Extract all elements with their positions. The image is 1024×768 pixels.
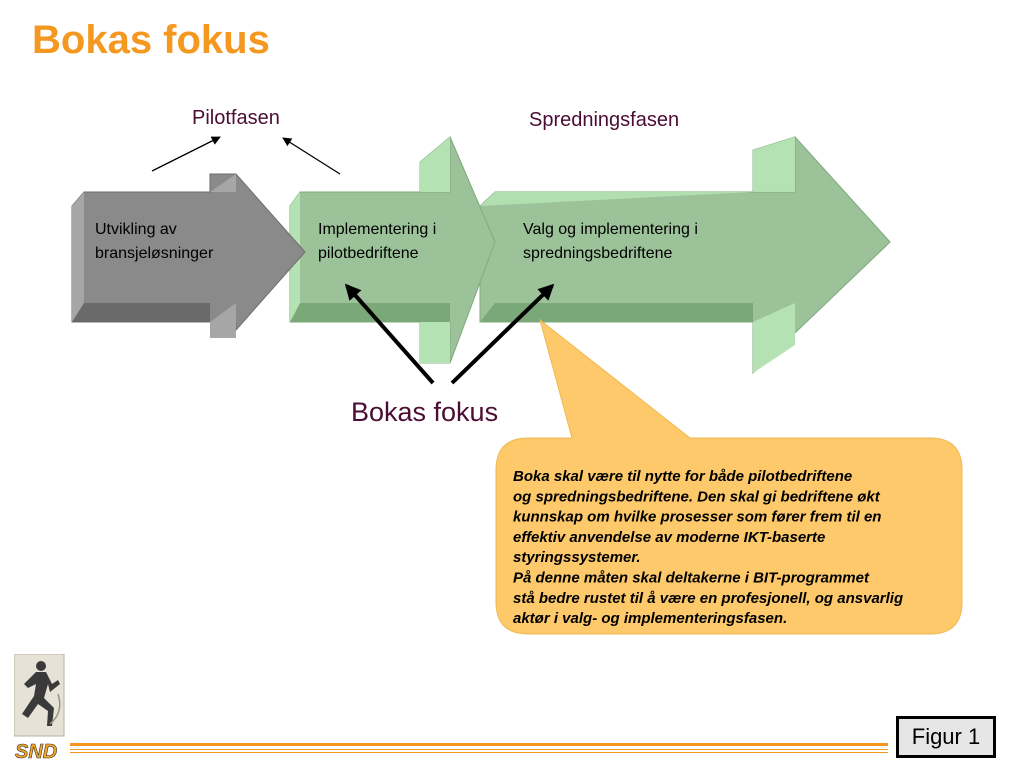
arrow-pilot-label-line1: Implementering i (318, 221, 436, 238)
callout-bubble: Boka skal være til nytte for både pilotb… (495, 318, 963, 635)
arrow-pilot-label-line2: pilotbedriftene (318, 245, 419, 262)
focus-pointer-right (450, 283, 555, 385)
callout-line: effektiv anvendelse av moderne IKT-baser… (513, 529, 825, 546)
arrow-spread-bottom-bevel (480, 303, 753, 322)
arrow-industry-top-bevel (210, 174, 236, 192)
arrow-industry-left-edge (72, 192, 84, 322)
arrow-industry-solutions: Utvikling av bransjeløsninger (71, 173, 306, 338)
callout-line: På denne måten skal deltakerne i BIT-pro… (513, 570, 870, 587)
arrow-spread-label-line1: Valg og implementering i (523, 221, 698, 238)
pilot-pointer-left (151, 136, 221, 172)
callout-line: kunnskap om hvilke prosesser som fører f… (513, 509, 881, 526)
callout-shape (495, 318, 963, 635)
arrow-pilot-head-bevel (420, 322, 450, 363)
pilot-pointer-right (282, 137, 341, 175)
arrow-pilot-implementation: Implementering i pilotbedriftene (289, 136, 496, 364)
callout-line: aktør i valg- og implementeringsfasen. (513, 610, 787, 627)
arrow-spread-label-line2: spredningsbedriftene (523, 245, 673, 262)
footer-rule (70, 743, 888, 755)
page-title: Bokas fokus (32, 18, 270, 62)
logo-text: SND (15, 741, 57, 762)
arrow-industry-label-line1: Utvikling av (95, 221, 177, 238)
runner-logo-icon (22, 661, 60, 726)
callout-line: Boka skal være til nytte for både pilotb… (513, 468, 852, 485)
callout-line: og spredningsbedriftene. Den skal gi bed… (513, 488, 881, 505)
figure-label: Figur 1 (896, 716, 996, 758)
arrow-industry-label-line2: bransjeløsninger (95, 245, 214, 262)
callout-text-block: Boka skal være til nytte for både pilotb… (513, 468, 903, 627)
arrow-industry-head-bevel (210, 303, 236, 338)
callout-line: stå bedre rustet til å være en profesjon… (513, 590, 903, 607)
arrow-spread-head-bevel (753, 303, 795, 373)
arrow-spread-implementation: Valg og implementering i spredningsbedri… (479, 135, 891, 375)
snd-logo: SND (14, 654, 65, 762)
phase-label-pilot: Pilotfasen (192, 107, 280, 129)
arrow-spread-top-bevel (480, 137, 795, 206)
phase-label-spread: Spredningsfasen (529, 109, 679, 131)
focus-pointer-left (344, 283, 435, 385)
callout-line: styringssystemer. (513, 549, 641, 566)
arrow-pilot-side-bevel (420, 137, 450, 192)
figure-label-text: Figur 1 (911, 724, 981, 749)
arrow-industry-bottom-bevel (72, 303, 210, 322)
focus-label: Bokas fokus (351, 397, 498, 427)
